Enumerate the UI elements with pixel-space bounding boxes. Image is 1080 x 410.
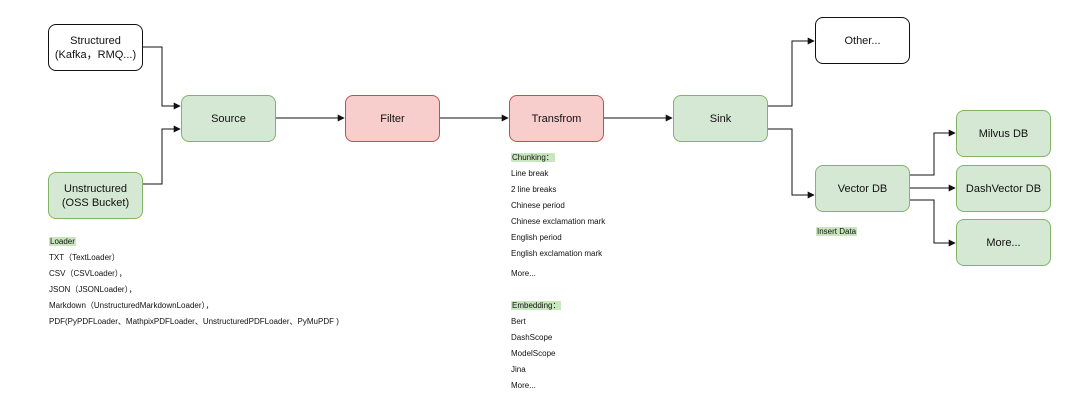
node-filter: Filter [345, 95, 440, 142]
embedding-title: Embedding： [511, 301, 562, 310]
loader-item: PDF(PyPDFLoader、MathpixPDFLoader、Unstruc… [49, 317, 339, 326]
edge-vector-db-to-milvus [910, 129, 956, 176]
node-milvus-db-label: Milvus DB [978, 127, 1029, 140]
node-transform-label: Transfrom [531, 112, 582, 125]
node-structured-label: Structured (Kafka，RMQ...) [54, 34, 137, 61]
chunking-item: Chinese period [511, 201, 565, 210]
embedding-item: Jina [511, 365, 526, 374]
edge-unstructured-to-source [142, 125, 181, 185]
loader-item: JSON（JSONLoader）， [49, 285, 137, 294]
insert-data-note: Insert Data [816, 224, 858, 240]
loader-note: Loader TXT（TextLoader） CSV（CSVLoader）， J… [49, 234, 339, 330]
node-unstructured-label: Unstructured (OSS Bucket) [61, 182, 130, 209]
node-source: Source [181, 95, 276, 142]
node-source-label: Source [211, 112, 246, 125]
chunking-more: More... [511, 269, 536, 278]
chunking-item: English period [511, 233, 562, 242]
edge-sink-to-vector-db [768, 128, 815, 199]
chunking-item: Line break [511, 169, 549, 178]
loader-item: CSV（CSVLoader）， [49, 269, 127, 278]
node-vector-db-label: Vector DB [837, 182, 888, 195]
node-unstructured: Unstructured (OSS Bucket) [48, 172, 143, 219]
chunking-item: 2 line breaks [511, 185, 557, 194]
loader-item: Markdown（UnstructuredMarkdownLoader）， [49, 301, 214, 310]
chunking-item: English exclamation mark [511, 249, 603, 258]
node-sink-label: Sink [709, 112, 732, 125]
embedding-more: More... [511, 381, 536, 390]
loader-title: Loader [49, 237, 76, 246]
chunking-item: Chinese exclamation mark [511, 217, 606, 226]
node-milvus-db: Milvus DB [956, 110, 1051, 157]
node-more-label: More... [986, 236, 1021, 249]
node-other: Other... [815, 17, 910, 64]
chunking-title: Chunking： [511, 153, 555, 162]
node-dashvector-db: DashVector DB [956, 165, 1051, 212]
insert-data-label: Insert Data [816, 227, 858, 236]
embedding-note: Embedding： Bert DashScope ModelScope Jin… [511, 298, 562, 394]
edge-sink-to-other [768, 37, 815, 107]
node-vector-db: Vector DB [815, 165, 910, 212]
node-structured: Structured (Kafka，RMQ...) [48, 24, 143, 71]
node-other-label: Other... [844, 34, 881, 47]
embedding-item: Bert [511, 317, 526, 326]
embedding-item: ModelScope [511, 349, 556, 358]
node-transform: Transfrom [509, 95, 604, 142]
edge-vector-db-to-more [910, 199, 956, 247]
loader-item: TXT（TextLoader） [49, 253, 120, 262]
node-dashvector-db-label: DashVector DB [965, 182, 1042, 195]
embedding-item: DashScope [511, 333, 553, 342]
chunking-note: Chunking： Line break 2 line breaks Chine… [511, 150, 605, 282]
node-filter-label: Filter [380, 112, 405, 125]
node-more: More... [956, 219, 1051, 266]
node-sink: Sink [673, 95, 768, 142]
edge-structured-to-source [142, 46, 181, 110]
